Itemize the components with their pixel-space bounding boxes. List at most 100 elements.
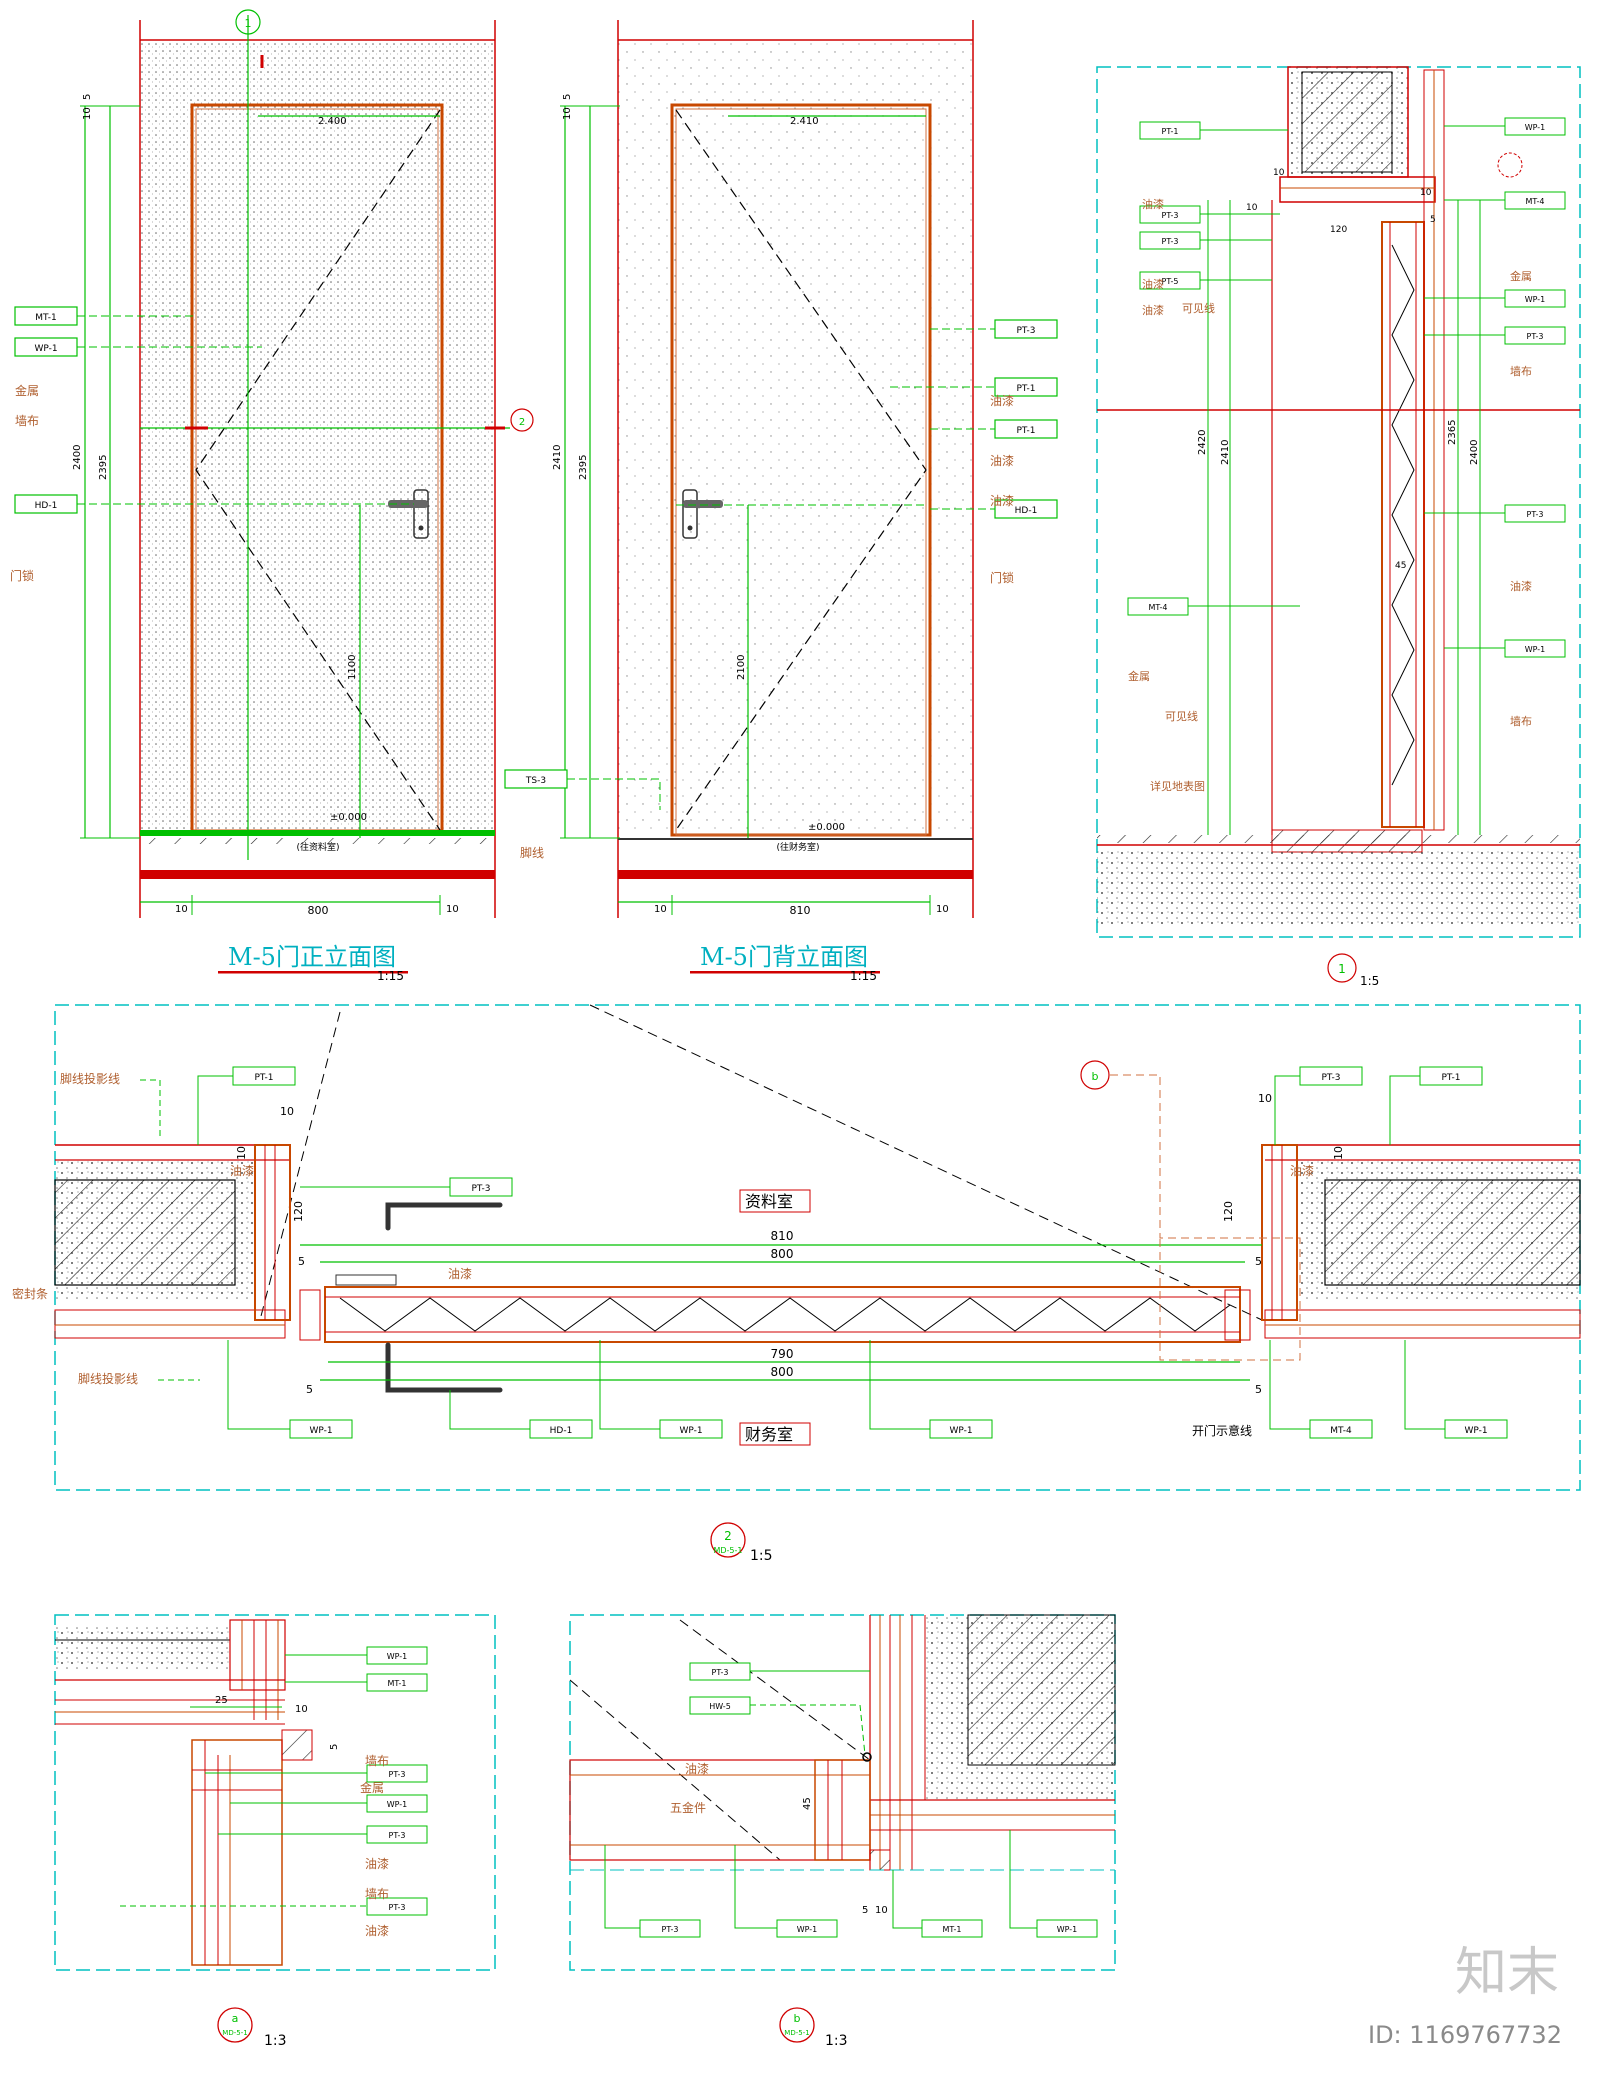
svg-text:金属: 金属 [360,1780,384,1795]
section-1-tag-pt3-b[interactable]: PT-3 [1139,231,1272,250]
section-1-tag-wp1-a[interactable]: WP-1 [1444,117,1566,136]
back-wall-fill [618,40,973,835]
detail-a-tag-wp1-a[interactable]: WP-1 [285,1646,428,1665]
svg-text:详见地表图: 详见地表图 [1150,779,1205,793]
svg-text:10: 10 [235,1146,248,1160]
svg-text:金属: 金属 [1510,269,1532,283]
svg-text:PT-3: PT-3 [1016,326,1035,336]
section-1-tag-mt4[interactable]: MT-4 [1444,191,1566,210]
svg-text:PT-1: PT-1 [1016,426,1035,436]
section-1-tag-wp1-b[interactable]: WP-1 [1424,289,1566,308]
plan-tag-pt3-left[interactable]: PT-3 [300,1177,513,1197]
svg-text:脚线: 脚线 [520,845,544,860]
svg-text:120: 120 [1222,1201,1235,1222]
front-swing-line [195,109,441,831]
svg-text:1:3: 1:3 [825,2033,848,2049]
plan-tag-wp1-a[interactable]: WP-1 [227,1340,353,1439]
plan-tag-wp1-b[interactable]: WP-1 [599,1340,723,1439]
svg-text:PT-3: PT-3 [662,1925,679,1934]
svg-text:±0.000: ±0.000 [808,822,845,833]
section-1-tag-pt3-a[interactable]: PT-3 [1424,326,1566,345]
svg-text:1:3: 1:3 [264,2033,287,2049]
detail-ref-marker[interactable] [1497,152,1523,178]
svg-text:25: 25 [215,1695,228,1706]
svg-text:2.400: 2.400 [318,116,347,127]
plan-tag-wp1-c[interactable]: WP-1 [869,1340,993,1439]
svg-text:PT-3: PT-3 [389,1831,406,1840]
section-1-tag-pt3-a[interactable]: PT-3 [1139,205,1280,224]
svg-text:MT-1: MT-1 [942,1925,961,1934]
plan-tag-hd1[interactable]: HD-1 [449,1390,593,1439]
svg-text:1: 1 [245,17,252,30]
svg-text:墙布: 墙布 [15,414,39,428]
detail-b-tag-wp1-a[interactable]: WP-1 [734,1845,838,1938]
svg-text:10: 10 [1420,188,1432,198]
svg-text:2395: 2395 [98,455,109,480]
svg-text:墙布: 墙布 [1510,714,1532,728]
section-1-tag-pt3-b[interactable]: PT-3 [1424,504,1566,523]
svg-text:a: a [232,2012,239,2025]
plan-tag-pt1-right[interactable]: PT-1 [1389,1066,1483,1145]
detail-b-tag-pt3-a[interactable]: PT-3 [689,1662,870,1681]
plan-detail-b-marker[interactable] [1080,1060,1110,1090]
back-tag-ts3[interactable]: TS-3 [504,769,661,810]
detail-b-tag-hw5[interactable]: HW-5 [689,1696,866,1756]
svg-text:WP-1: WP-1 [34,344,57,354]
plan-tag-pt3-right[interactable]: PT-3 [1274,1066,1363,1145]
front-tag-wp1[interactable]: WP-1 [14,337,262,357]
back-tag-pt3[interactable]: PT-3 [930,319,1058,339]
detail-b-tag-wp1-b[interactable]: WP-1 [1009,1830,1098,1938]
svg-text:10: 10 [175,904,188,915]
detail-a-tag-pt3-a[interactable]: PT-3 [205,1764,428,1783]
svg-text:MT-4: MT-4 [1525,197,1544,206]
svg-text:5: 5 [1430,215,1436,225]
svg-text:油漆: 油漆 [990,494,1014,508]
svg-text:开门示意线: 开门示意线 [1192,1423,1252,1438]
section-marker-1[interactable] [235,9,261,35]
plan-tag-pt1-left[interactable]: PT-1 [197,1066,296,1145]
svg-text:2395: 2395 [578,455,589,480]
detail-a-tag-wp1-b[interactable]: WP-1 [230,1794,428,1813]
back-title: M-5门背立面图 [700,943,868,971]
detail-b-tag-mt1[interactable]: MT-1 [892,1870,983,1938]
svg-text:PT-1: PT-1 [1162,127,1179,136]
svg-text:脚线投影线: 脚线投影线 [78,1371,138,1386]
svg-text:WP-1: WP-1 [387,1652,408,1661]
detail-a-tag-mt1[interactable]: MT-1 [285,1673,428,1692]
svg-text:810: 810 [771,1229,794,1243]
svg-text:1100: 1100 [347,655,358,680]
svg-text:MD-5-1: MD-5-1 [222,2029,247,2037]
section-2-plan: 810 800 790 800 120 120 10 10 10 10 5 5 … [12,1004,1581,1564]
detail-a-tag-pt3-c[interactable]: PT-3 [120,1897,428,1916]
back-tag-pt1-b[interactable]: PT-1 [930,419,1058,439]
svg-text:10: 10 [875,1905,888,1916]
back-tag-pt1-a[interactable]: PT-1 [890,377,1058,397]
plan-tag-mt4[interactable]: MT-4 [1269,1340,1373,1439]
image-id-label: ID: 1169767732 [1368,2021,1562,2049]
detail-a-tag-pt3-b[interactable]: PT-3 [218,1825,428,1844]
svg-text:WP-1: WP-1 [797,1925,818,1934]
svg-text:10: 10 [562,107,573,120]
detail-b-tag-pt3-b[interactable]: PT-3 [604,1845,701,1938]
svg-text:1:15: 1:15 [850,969,877,983]
svg-text:5: 5 [1255,1255,1262,1268]
svg-text:HD-1: HD-1 [35,501,58,511]
svg-text:10: 10 [936,904,949,915]
detail-b: 45 5 10 PT-3 HW-5 PT-3 WP-1 MT-1 [569,1614,1116,2049]
svg-text:10: 10 [1258,1092,1272,1105]
plan-door-leaf [324,1286,1241,1343]
back-title-block: M-5门背立面图 1:15 [690,943,880,983]
section-1-tag-mt4[interactable]: MT-4 [1127,597,1300,616]
front-tag-hd1[interactable]: HD-1 [14,494,414,514]
section-1-tag-wp1-c[interactable]: WP-1 [1444,639,1566,658]
section-marker-2[interactable] [510,408,534,432]
svg-text:800: 800 [771,1365,794,1379]
svg-text:10: 10 [654,904,667,915]
section-1-tag-pt5[interactable]: PT-5 [1139,271,1272,290]
section-1-tag-pt1[interactable]: PT-1 [1139,121,1288,140]
front-tag-mt1[interactable]: MT-1 [14,306,196,326]
plan-tag-wp1-d[interactable]: WP-1 [1404,1340,1508,1439]
back-tag-hd1[interactable]: HD-1 [930,499,1058,519]
svg-text:墙布: 墙布 [365,1754,389,1768]
